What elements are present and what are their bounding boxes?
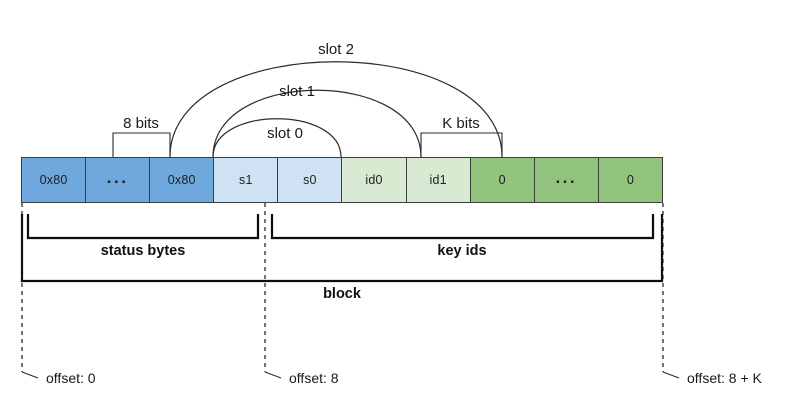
eight-bits-bracket	[112, 132, 171, 157]
offset-8-plus-k-elbow	[662, 371, 680, 379]
offset-8-label: offset: 8	[289, 370, 339, 386]
block-cell-label: 0	[626, 172, 634, 187]
block-cell-label: s0	[303, 172, 317, 187]
block-cell-2: 0x80	[150, 158, 215, 202]
status-bytes-label: status bytes	[101, 243, 186, 259]
slot-1-label: slot 1	[279, 83, 315, 100]
memory-block-strip: 0x80 ... 0x80 s1 s0 id0 id1 0 ... 0	[21, 157, 663, 203]
slot-0-label: slot 0	[267, 125, 303, 142]
block-label: block	[323, 286, 362, 302]
block-cell-5: id0	[342, 158, 407, 202]
slot-2-arc	[169, 61, 503, 158]
block-cell-label: ...	[555, 167, 578, 187]
key-ids-label: key ids	[437, 243, 486, 259]
block-cell-label: id0	[365, 172, 383, 187]
k-bits-bracket	[420, 132, 503, 157]
block-bracket	[20, 214, 664, 283]
block-cell-7: 0	[470, 158, 535, 202]
offset-0-elbow	[21, 371, 39, 379]
slot-0-arc	[212, 118, 342, 158]
block-cell-0: 0x80	[22, 158, 87, 202]
eight-bits-label: 8 bits	[123, 115, 159, 132]
k-bits-label: K bits	[442, 115, 480, 132]
block-cell-1: ...	[86, 158, 151, 202]
offset-8-plus-k-label: offset: 8 + K	[687, 370, 763, 386]
block-cell-label: 0x80	[39, 172, 68, 187]
block-cell-4: s0	[278, 158, 343, 202]
block-cell-3: s1	[214, 158, 279, 202]
status-bytes-bracket	[26, 214, 260, 240]
block-cell-6: id1	[406, 158, 471, 202]
block-cell-8: ...	[534, 158, 599, 202]
block-cell-label: 0	[498, 172, 506, 187]
offset-8-elbow	[264, 371, 282, 379]
block-cell-label: id1	[429, 172, 447, 187]
slot-1-arc	[212, 89, 422, 158]
block-cell-label: s1	[239, 172, 253, 187]
block-cell-label: ...	[106, 167, 129, 187]
block-cell-label: 0x80	[167, 172, 196, 187]
slot-2-label: slot 2	[318, 41, 354, 58]
block-cell-9: 0	[598, 158, 662, 202]
key-ids-bracket	[270, 214, 655, 240]
offset-0-label: offset: 0	[46, 370, 96, 386]
